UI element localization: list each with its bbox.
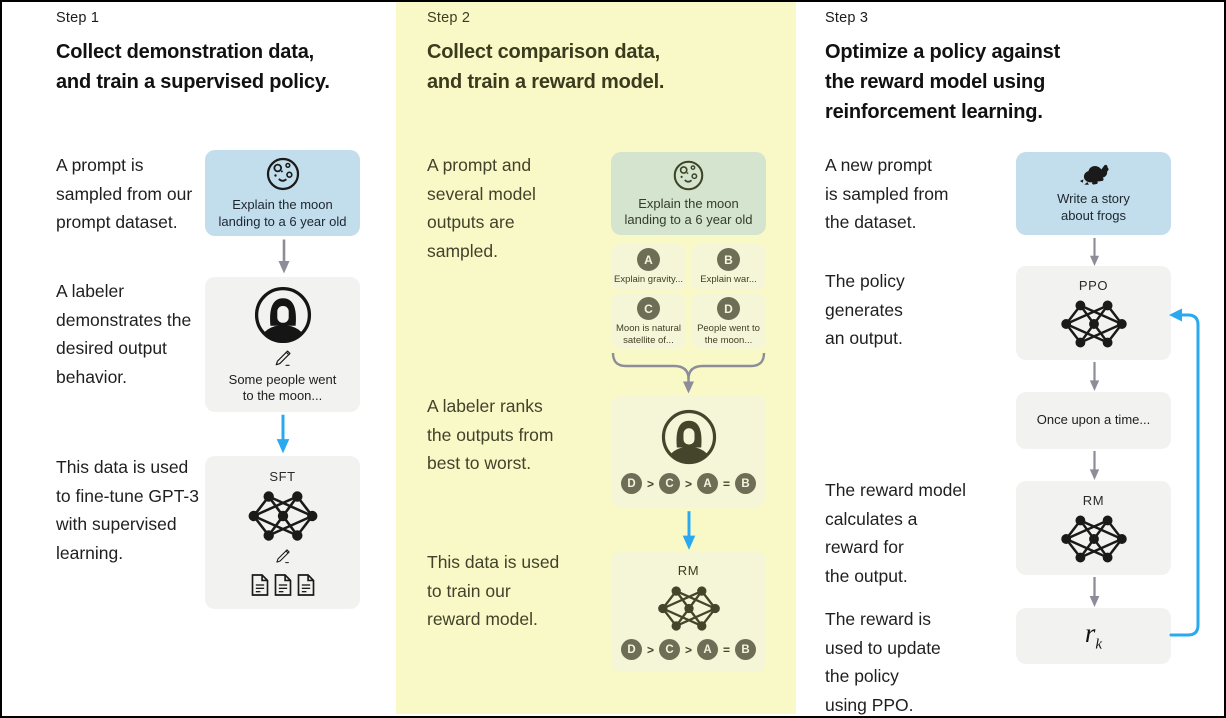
moon-icon	[672, 159, 705, 192]
step2-rm-card: RM D > C > A = B	[611, 551, 766, 672]
step1-label: Step 1	[56, 10, 100, 26]
step3-paragraph-prompt: A new prompt is sampled from the dataset…	[825, 155, 949, 232]
document-icon	[296, 573, 316, 597]
step3-paragraph-update: The reward is used to update the policy …	[825, 609, 941, 715]
ranking-row: D > C > A = B	[620, 473, 757, 494]
merge-brace-icon	[611, 352, 766, 394]
rank-separator: >	[646, 476, 654, 491]
labeler-avatar-icon	[660, 408, 718, 466]
arrow-down-icon	[1088, 362, 1101, 391]
reward-symbol-base: r	[1084, 618, 1096, 649]
rank-badge: B	[735, 473, 757, 494]
step3-paragraph-reward: The reward model calculates a reward for…	[825, 480, 967, 586]
moon-icon	[265, 156, 301, 192]
ppo-model-label: PPO	[1078, 277, 1109, 293]
step3-output-card: Once upon a time...	[1016, 392, 1171, 449]
step3-label: Step 3	[825, 10, 869, 26]
output-text-c: Moon is natural satellite of...	[616, 323, 681, 346]
rank-separator: >	[684, 476, 692, 491]
step1-prompt-card: Explain the moon landing to a 6 year old	[205, 150, 360, 236]
rank-separator: =	[723, 642, 731, 657]
arrow-down-icon	[1088, 238, 1101, 266]
pencil-icon	[273, 349, 292, 368]
rank-separator: >	[684, 642, 692, 657]
reward-symbol: rk	[1085, 618, 1102, 653]
output-card-b: B Explain war...	[691, 244, 766, 290]
rank-badge: C	[658, 639, 680, 660]
output-badge-a: A	[637, 248, 660, 272]
arrow-down-icon	[1088, 577, 1101, 607]
output-card-a: A Explain gravity...	[611, 244, 686, 290]
step1-paragraph-labeler: A labeler demonstrates the desired outpu…	[56, 281, 192, 387]
output-text-d: People went to the moon...	[697, 323, 760, 346]
step3-prompt-card: Write a story about frogs	[1016, 152, 1171, 235]
step2-paragraph-ranks: A labeler ranks the outputs from best to…	[427, 396, 554, 473]
rank-badge: D	[620, 639, 642, 660]
step1-paragraph-prompt: A prompt is sampled from our prompt data…	[56, 155, 193, 232]
reward-symbol-subscript: k	[1095, 636, 1103, 653]
step2-paragraph-sampled: A prompt and several model outputs are s…	[427, 155, 536, 261]
step1-sft-card: SFT	[205, 456, 360, 609]
step1-title: Collect demonstration data, and train a …	[56, 41, 330, 93]
neural-network-icon	[657, 585, 721, 632]
rank-badge: D	[620, 473, 642, 494]
neural-network-icon	[247, 490, 319, 542]
output-badge-b: B	[717, 248, 740, 272]
pencil-icon	[274, 548, 291, 565]
arrow-down-icon	[277, 239, 291, 274]
arrow-down-icon	[681, 511, 697, 550]
step3-reward-card: rk	[1016, 608, 1171, 664]
output-badge-d: D	[717, 297, 740, 320]
step3-prompt-card-text: Write a story about frogs	[1057, 191, 1130, 223]
frog-icon	[1078, 163, 1110, 186]
rank-badge: A	[697, 473, 718, 494]
step2-paragraph-train: This data is used to train our reward mo…	[427, 552, 560, 629]
rank-separator: >	[646, 642, 654, 657]
rank-badge: A	[697, 639, 718, 660]
step3-output-card-text: Once upon a time...	[1036, 412, 1151, 428]
output-text-b: Explain war...	[700, 274, 757, 286]
document-icon	[250, 573, 270, 597]
step3-paragraph-policy: The policy generates an output.	[825, 271, 905, 348]
ranking-row: D > C > A = B	[620, 639, 757, 660]
rank-separator: =	[723, 476, 731, 491]
step2-labeler-card: D > C > A = B	[611, 395, 766, 507]
output-card-c: C Moon is natural satellite of...	[611, 294, 686, 349]
rm-model-label: RM	[677, 563, 700, 578]
step1-paragraph-finetune: This data is used to fine-tune GPT-3 wit…	[56, 457, 199, 563]
documents-icon	[250, 573, 316, 597]
output-card-d: D People went to the moon...	[691, 294, 766, 349]
step3-title: Optimize a policy against the reward mod…	[825, 41, 1061, 123]
arrow-down-icon	[275, 414, 291, 454]
step2-title: Collect comparison data, and train a rew…	[427, 41, 665, 93]
step2-prompt-card-text: Explain the moon landing to a 6 year old	[624, 195, 753, 228]
feedback-loop-arrow	[1169, 308, 1200, 637]
arrow-down-icon	[1088, 451, 1101, 480]
rank-badge: B	[735, 639, 757, 660]
step1-labeler-card-text: Some people went to the moon...	[228, 371, 337, 404]
sft-model-label: SFT	[269, 468, 296, 484]
neural-network-icon	[1060, 514, 1128, 564]
step1-labeler-card: Some people went to the moon...	[205, 277, 360, 412]
step2-label: Step 2	[427, 10, 471, 26]
step3-rm-card: RM	[1016, 481, 1171, 575]
step2-prompt-card: Explain the moon landing to a 6 year old	[611, 152, 766, 235]
labeler-avatar-icon	[253, 285, 313, 345]
step1-prompt-card-text: Explain the moon landing to a 6 year old	[218, 197, 347, 229]
step3-ppo-card: PPO	[1016, 266, 1171, 360]
rm-model-label: RM	[1082, 492, 1105, 508]
output-text-a: Explain gravity...	[614, 274, 683, 286]
rank-badge: C	[658, 473, 680, 494]
neural-network-icon	[1060, 299, 1128, 349]
output-badge-c: C	[637, 297, 660, 320]
document-icon	[273, 573, 293, 597]
